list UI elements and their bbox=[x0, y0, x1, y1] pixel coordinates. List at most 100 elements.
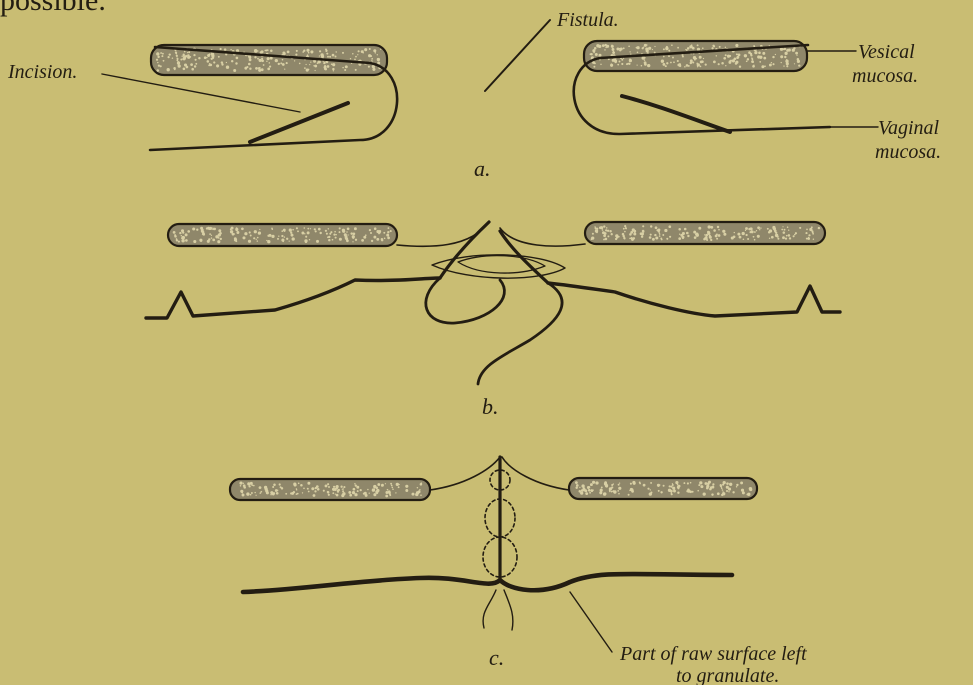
mucosa-speck bbox=[377, 54, 378, 55]
mucosa-speck bbox=[677, 47, 679, 49]
mucosa-speck bbox=[677, 64, 680, 67]
mucosa-speck bbox=[355, 56, 357, 58]
mucosa-speck bbox=[749, 228, 751, 230]
panel-a: Fistula. Incision. Vesical mucosa. Vagin… bbox=[7, 9, 941, 181]
mucosa-speck bbox=[249, 59, 252, 62]
mucosa-speck bbox=[713, 229, 716, 232]
mucosa-speck bbox=[294, 60, 295, 61]
mucosa-speck bbox=[762, 52, 765, 55]
mucosa-speck bbox=[169, 53, 171, 55]
mucosa-speck bbox=[257, 240, 258, 241]
mucosa-speck bbox=[585, 492, 588, 495]
mucosa-speck bbox=[183, 67, 186, 70]
mucosa-speck bbox=[683, 482, 685, 484]
mucosa-speck bbox=[261, 59, 264, 62]
mucosa-speck bbox=[777, 238, 779, 240]
mucosa-speck bbox=[392, 488, 394, 490]
mucosa-speck bbox=[595, 227, 597, 229]
mucosa-speck bbox=[157, 62, 158, 63]
mucosa-speck bbox=[347, 227, 350, 230]
mucosa-speck bbox=[269, 66, 271, 68]
mucosa-speck bbox=[291, 234, 294, 237]
mucosa-speck bbox=[704, 482, 707, 485]
mucosa-speck bbox=[261, 68, 264, 71]
mucosa-speck bbox=[212, 227, 213, 228]
mucosa-speck bbox=[317, 488, 320, 491]
mucosa-speck bbox=[650, 225, 652, 227]
mucosa-speck bbox=[350, 58, 351, 59]
mucosa-speck bbox=[309, 239, 310, 240]
mucosa-speck bbox=[599, 226, 602, 229]
mucosa-speck bbox=[735, 44, 737, 46]
mucosa-speck bbox=[278, 63, 280, 65]
mucosa-speck bbox=[188, 51, 190, 53]
mucosa-speck bbox=[307, 231, 310, 234]
mucosa-speck bbox=[161, 55, 163, 57]
mucosa-speck bbox=[749, 488, 751, 490]
mucosa-speck bbox=[259, 59, 262, 62]
mucosa-speck bbox=[267, 68, 270, 71]
mucosa-speck bbox=[658, 229, 661, 232]
mucosa-speck bbox=[314, 228, 316, 230]
mucosa-speck bbox=[743, 238, 745, 240]
mucosa-speck bbox=[416, 491, 419, 494]
mucosa-speck bbox=[786, 235, 788, 237]
mucosa-speck bbox=[659, 484, 661, 486]
mucosa-speck bbox=[389, 494, 391, 496]
mucosa-speck bbox=[704, 234, 705, 235]
mucosa-speck bbox=[745, 234, 747, 236]
mucosa-speck bbox=[666, 62, 668, 64]
mucosa-speck bbox=[373, 49, 376, 52]
mucosa-speck bbox=[617, 490, 619, 492]
mucosa-speck bbox=[693, 231, 696, 234]
mucosa-speck bbox=[186, 66, 189, 69]
mucosa-speck bbox=[375, 52, 376, 53]
mucosa-speck bbox=[813, 239, 814, 240]
panel-b-suture-loop-inner bbox=[458, 256, 545, 273]
mucosa-speck bbox=[716, 238, 718, 240]
mucosa-speck bbox=[342, 230, 345, 233]
mucosa-speck bbox=[786, 65, 788, 67]
mucosa-speck bbox=[218, 56, 220, 58]
mucosa-speck bbox=[182, 240, 184, 242]
mucosa-speck bbox=[269, 62, 271, 64]
panel-a-incision-leader bbox=[102, 74, 300, 112]
mucosa-speck bbox=[224, 48, 227, 51]
mucosa-speck bbox=[702, 47, 704, 49]
mucosa-speck bbox=[706, 487, 709, 490]
mucosa-speck bbox=[307, 482, 310, 485]
mucosa-speck bbox=[671, 493, 673, 495]
panel-c-left-upper-edge bbox=[430, 457, 500, 490]
mucosa-speck bbox=[283, 241, 285, 243]
mucosa-speck bbox=[784, 229, 786, 231]
mucosa-speck bbox=[723, 481, 726, 484]
mucosa-speck bbox=[736, 56, 739, 59]
mucosa-speck bbox=[376, 238, 379, 241]
mucosa-speck bbox=[812, 231, 814, 233]
mucosa-speck bbox=[303, 487, 305, 489]
mucosa-speck bbox=[276, 492, 279, 495]
mucosa-speck bbox=[304, 67, 306, 69]
mucosa-speck bbox=[617, 64, 619, 66]
mucosa-speck bbox=[793, 235, 795, 237]
mucosa-speck bbox=[300, 484, 303, 487]
mucosa-speck bbox=[381, 239, 383, 241]
mucosa-speck bbox=[785, 238, 787, 240]
mucosa-speck bbox=[376, 492, 378, 494]
mucosa-speck bbox=[756, 230, 757, 231]
mucosa-speck bbox=[680, 234, 683, 237]
mucosa-speck bbox=[398, 486, 400, 488]
mucosa-speck bbox=[173, 231, 176, 234]
caption-b: b. bbox=[482, 394, 499, 419]
panel-c-suture-end-left bbox=[483, 590, 496, 628]
mucosa-speck bbox=[185, 239, 188, 242]
mucosa-speck bbox=[335, 493, 336, 494]
mucosa-speck bbox=[784, 48, 787, 51]
mucosa-speck bbox=[609, 487, 612, 490]
mucosa-speck bbox=[411, 493, 414, 496]
mucosa-speck bbox=[297, 493, 299, 495]
mucosa-speck bbox=[218, 229, 221, 232]
mucosa-speck bbox=[717, 492, 720, 495]
mucosa-speck bbox=[248, 56, 251, 59]
mucosa-speck bbox=[672, 57, 674, 59]
